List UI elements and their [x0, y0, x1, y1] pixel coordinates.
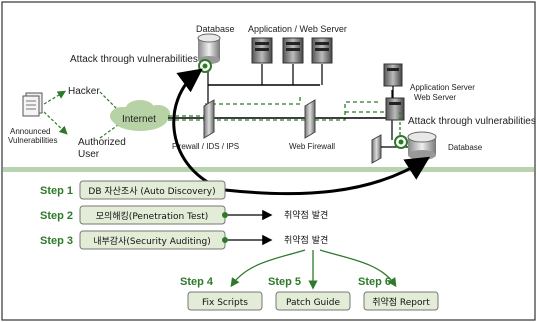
authorized-user-label-2: User [78, 149, 100, 160]
arrow-to-user [43, 111, 68, 135]
step2-box-text: 모의해킹(Penetration Test) [96, 210, 209, 222]
server-icon-1 [251, 37, 273, 64]
web-firewall-label: Web Firewall [289, 142, 335, 151]
target-dot-right [398, 139, 404, 145]
database-top-label: Database [196, 24, 235, 34]
step4-box-text: Fix Scripts [202, 298, 248, 308]
announced-label-2: Vulnerabilities [8, 136, 58, 145]
authorized-user-label-1: Authorized [78, 137, 126, 148]
web-server-icon [385, 97, 405, 121]
step6-label: Step 6 [358, 276, 391, 288]
step2-connector-dot [222, 212, 228, 218]
web-server-label: Web Server [414, 93, 456, 102]
internet-cloud-icon [110, 100, 170, 131]
web-firewall-icon [304, 99, 316, 139]
announced-label-1: Announced [10, 127, 50, 136]
step6-box-text: 취약점 Report [372, 296, 430, 308]
attack-path-top [168, 96, 301, 117]
step1-box-text: DB 자산조사 (Auto Discovery) [88, 186, 215, 197]
database-right-label: Database [448, 143, 483, 152]
section-divider [3, 167, 534, 172]
step6-box [363, 291, 439, 311]
app-server-label: Application Server [410, 83, 475, 92]
step3-box-text: 내부감사(Security Auditing) [93, 235, 210, 247]
document-icon [22, 92, 43, 117]
user-to-internet-link [99, 124, 119, 139]
firewall-icon [203, 99, 215, 139]
step5-box-text: Patch Guide [286, 298, 340, 308]
branch-arrow-report [319, 249, 397, 288]
hacker-to-internet-link [99, 91, 119, 111]
arrow-to-hacker [43, 90, 67, 105]
step5-label: Step 5 [268, 276, 301, 288]
step1-box [79, 180, 226, 200]
attack-label-left: Attack through vulnerabilities [70, 54, 198, 65]
app-server-icon [383, 63, 403, 87]
attack-label-right: Attack through vulnerabilities [408, 116, 536, 127]
step4-box [187, 291, 263, 311]
step3-label: Step 3 [40, 235, 73, 247]
step2-result: 취약점 발견 [284, 209, 328, 221]
step2-label: Step 2 [40, 210, 73, 222]
discovery-arrow-right [224, 156, 431, 196]
step5-box [275, 291, 351, 311]
hacker-label: Hacker [68, 86, 100, 97]
internet-label: Internet [122, 114, 156, 125]
server-icon-3 [311, 37, 333, 64]
discovery-arrow-top [172, 68, 226, 192]
step4-label: Step 4 [180, 276, 214, 288]
step3-result: 취약점 발견 [284, 234, 328, 246]
server-icon-2 [282, 37, 304, 64]
firewall-label: Firewall / IDS / IPS [172, 142, 239, 151]
branch-arrow-fix [230, 249, 306, 288]
app-web-server-label: Application / Web Server [248, 24, 347, 34]
attack-path-middle [168, 101, 380, 121]
target-dot-top [202, 63, 208, 69]
database-icon-top [197, 33, 221, 64]
step3-connector-dot [222, 237, 228, 243]
db-firewall-icon [371, 134, 382, 164]
step1-label: Step 1 [40, 185, 73, 197]
database-icon-right [407, 131, 437, 160]
